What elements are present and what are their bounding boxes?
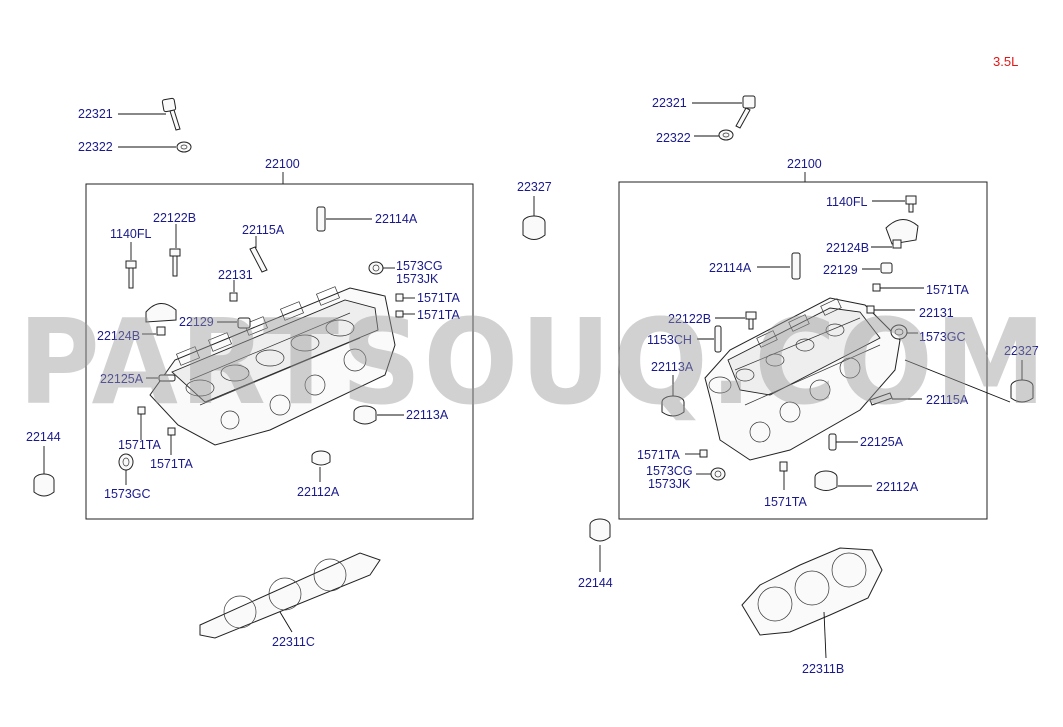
- right-22114a-label[interactable]: 22114A: [709, 261, 752, 275]
- left-22115a-label[interactable]: 22115A: [242, 223, 285, 237]
- right-22122b-label[interactable]: 22122B: [668, 312, 711, 326]
- left-22321-label[interactable]: 22321: [78, 107, 113, 121]
- watermark: PARTSOUQ.COM: [18, 293, 1048, 431]
- left-22122b-label[interactable]: 22122B: [153, 211, 196, 225]
- right-guide-22114a-part[interactable]: [791, 252, 801, 280]
- left-bolt-22122b-part[interactable]: [169, 248, 181, 277]
- left-22113a-label[interactable]: 22113A: [406, 408, 449, 422]
- middle-seal-22144-part[interactable]: [589, 518, 611, 542]
- right-1573jk-label[interactable]: 1573JK: [648, 477, 691, 491]
- right-seal-22112a-part[interactable]: [814, 470, 838, 491]
- left-1573gc-label[interactable]: 1573GC: [104, 487, 151, 501]
- left-22144-label[interactable]: 22144: [26, 430, 61, 444]
- left-plug-1573gc-part[interactable]: [118, 453, 134, 471]
- right-1571ta-a-label[interactable]: 1571TA: [926, 283, 970, 297]
- left-gasket-22311c-part[interactable]: [199, 552, 381, 639]
- right-22327-label[interactable]: 22327: [1004, 344, 1039, 358]
- left-seal-22113a-part[interactable]: [353, 405, 377, 425]
- right-pin-1153ch-part[interactable]: [714, 325, 722, 353]
- left-guide-22115a-part[interactable]: [249, 246, 268, 273]
- right-seal-22113a-part[interactable]: [661, 395, 685, 417]
- right-cap-22129-part[interactable]: [880, 262, 893, 274]
- left-1573cg-label[interactable]: 1573CG: [396, 259, 443, 273]
- left-cap-22124b-part[interactable]: [145, 303, 177, 336]
- left-22124b-label[interactable]: 22124B: [97, 329, 140, 343]
- right-seal-22327-part[interactable]: [1010, 379, 1034, 403]
- left-guide-22114a-part[interactable]: [316, 206, 326, 232]
- right-bolt-22321-part[interactable]: [735, 95, 756, 129]
- right-plug-1573gc-part[interactable]: [890, 324, 908, 340]
- right-22129-label[interactable]: 22129: [823, 263, 858, 277]
- right-22322-label[interactable]: 22322: [656, 131, 691, 145]
- right-stud-1571ta-b-part[interactable]: [699, 449, 708, 458]
- left-seal-22112a-part[interactable]: [311, 450, 331, 466]
- left-1571ta-c-label[interactable]: 1571TA: [118, 438, 162, 452]
- right-cap-22124b-part[interactable]: [885, 219, 919, 249]
- middle-22327-label[interactable]: 22327: [517, 180, 552, 194]
- left-bolt-1140fl-part[interactable]: [125, 260, 137, 289]
- right-22115a-label[interactable]: 22115A: [926, 393, 969, 407]
- right-plug-1573cg-part[interactable]: [710, 467, 726, 481]
- right-22113a-label[interactable]: 22113A: [651, 360, 694, 374]
- right-22125a-label[interactable]: 22125A: [860, 435, 904, 449]
- left-dowel-22125a-part[interactable]: [158, 374, 176, 382]
- left-22129-label[interactable]: 22129: [179, 315, 214, 329]
- left-22311c-label[interactable]: 22311C: [272, 635, 315, 649]
- left-plug-1573cg-part[interactable]: [368, 261, 384, 275]
- left-1571ta-a-label[interactable]: 1571TA: [417, 291, 461, 305]
- right-bolt-22122b-part[interactable]: [745, 311, 757, 330]
- right-guide-22115a-part[interactable]: [869, 392, 893, 406]
- right-assembly-label[interactable]: 22100: [787, 157, 822, 171]
- left-1140fl-label[interactable]: 1140FL: [110, 227, 152, 241]
- right-cylinder-head[interactable]: [704, 297, 901, 461]
- right-stud-1571ta-c-part[interactable]: [779, 461, 788, 472]
- right-assembly-frame: [618, 181, 988, 520]
- left-1571ta-d-label[interactable]: 1571TA: [150, 457, 194, 471]
- left-22125a-label[interactable]: 22125A: [100, 372, 144, 386]
- left-stud-1571ta-c-part[interactable]: [137, 406, 146, 415]
- left-stud-1571ta-a-part[interactable]: [395, 293, 404, 302]
- middle-seal-22327-part[interactable]: [522, 215, 546, 240]
- right-1573cg-label[interactable]: 1573CG: [646, 464, 693, 478]
- right-1153ch-label[interactable]: 1153CH: [647, 333, 692, 347]
- left-assembly-label[interactable]: 22100: [265, 157, 300, 171]
- right-gasket-22311b-part[interactable]: [741, 547, 883, 636]
- right-stud-1571ta-a-part[interactable]: [872, 283, 881, 292]
- left-bolt-22321-part[interactable]: [161, 97, 181, 131]
- left-22114a-label[interactable]: 22114A: [375, 212, 418, 226]
- right-bolt-1140fl-part[interactable]: [905, 195, 917, 213]
- right-nut-22131-part[interactable]: [866, 305, 875, 314]
- left-stud-1571ta-d-part[interactable]: [167, 427, 176, 436]
- left-assembly-frame: [85, 183, 474, 520]
- left-cap-22129-part[interactable]: [237, 317, 251, 329]
- right-22321-label[interactable]: 22321: [652, 96, 687, 110]
- right-1571ta-c-label[interactable]: 1571TA: [764, 495, 808, 509]
- right-1573gc-label[interactable]: 1573GC: [919, 330, 966, 344]
- left-22131-label[interactable]: 22131: [218, 268, 253, 282]
- left-1573jk-label[interactable]: 1573JK: [396, 272, 439, 286]
- engine-label: 3.5L: [993, 54, 1018, 69]
- left-22322-label[interactable]: 22322: [78, 140, 113, 154]
- left-cylinder-head[interactable]: [149, 286, 396, 446]
- left-22112a-label[interactable]: 22112A: [297, 485, 340, 499]
- left-1571ta-b-label[interactable]: 1571TA: [417, 308, 461, 322]
- right-dowel-22125a-part[interactable]: [828, 433, 837, 451]
- middle-22144-label[interactable]: 22144: [578, 576, 613, 590]
- right-22311b-label[interactable]: 22311B: [802, 662, 844, 676]
- left-nut-22131-part[interactable]: [229, 292, 238, 302]
- right-22112a-label[interactable]: 22112A: [876, 480, 919, 494]
- right-1140fl-label[interactable]: 1140FL: [826, 195, 868, 209]
- right-22131-label[interactable]: 22131: [919, 306, 954, 320]
- left-washer-22322-part[interactable]: [176, 141, 192, 153]
- right-1571ta-b-label[interactable]: 1571TA: [637, 448, 681, 462]
- right-22124b-label[interactable]: 22124B: [826, 241, 869, 255]
- left-seal-22144-part[interactable]: [33, 473, 55, 497]
- right-washer-22322-part[interactable]: [718, 129, 734, 141]
